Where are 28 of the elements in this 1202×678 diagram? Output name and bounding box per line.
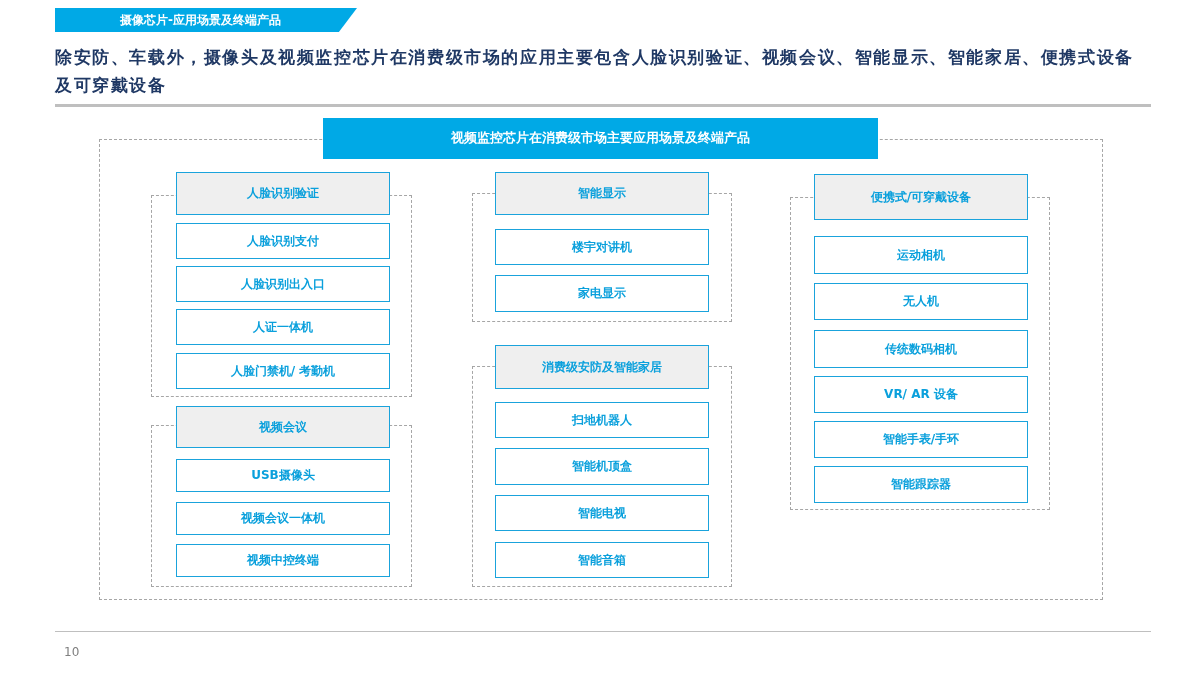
product-box: 人脸识别支付 — [176, 223, 390, 259]
product-box: 人脸识别出入口 — [176, 266, 390, 302]
product-box: 无人机 — [814, 283, 1028, 320]
group-header: 人脸识别验证 — [176, 172, 390, 215]
group-header: 视频会议 — [176, 406, 390, 448]
product-box: 智能跟踪器 — [814, 466, 1028, 503]
product-box: 人脸门禁机/ 考勤机 — [176, 353, 390, 389]
product-box: 人证一体机 — [176, 309, 390, 345]
header-band: 视频监控芯片在消费级市场主要应用场景及终端产品 — [323, 118, 878, 159]
product-box: 传统数码相机 — [814, 330, 1028, 368]
product-box: 视频会议一体机 — [176, 502, 390, 535]
product-box: 智能电视 — [495, 495, 709, 531]
group-header: 便携式/可穿戴设备 — [814, 174, 1028, 220]
product-box: 智能音箱 — [495, 542, 709, 578]
heading-text: 除安防、车载外，摄像头及视频监控芯片在消费级市场的应用主要包含人脸识别验证、视频会议、智能显示、智能家居、便携式设备及可穿戴设备 — [55, 47, 1135, 97]
product-box: 智能机顶盒 — [495, 448, 709, 485]
product-box: 智能手表/手环 — [814, 421, 1028, 458]
group-header: 智能显示 — [495, 172, 709, 215]
product-box: 运动相机 — [814, 236, 1028, 274]
product-box: VR/ AR 设备 — [814, 376, 1028, 413]
product-box: 家电显示 — [495, 275, 709, 312]
product-box: 视频中控终端 — [176, 544, 390, 577]
product-box: USB摄像头 — [176, 459, 390, 492]
product-box: 扫地机器人 — [495, 402, 709, 438]
group-header: 消费级安防及智能家居 — [495, 345, 709, 389]
product-box: 楼宇对讲机 — [495, 229, 709, 265]
page-number: 10 — [64, 645, 80, 659]
section-tab: 摄像芯片-应用场景及终端产品 — [55, 8, 357, 32]
